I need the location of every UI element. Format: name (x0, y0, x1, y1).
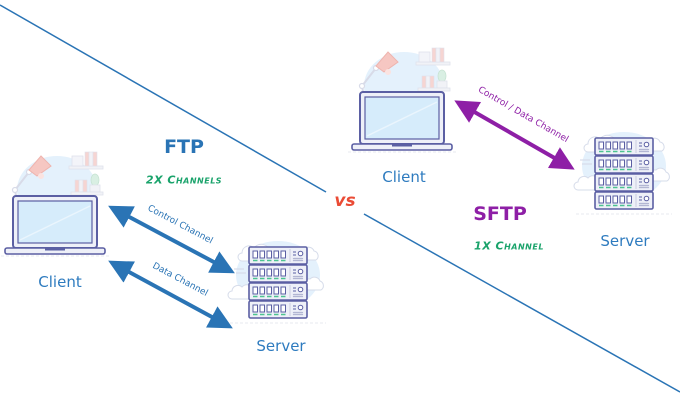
ftp-client-label: Client (38, 273, 82, 291)
sftp-control-data-channel-arrow (454, 100, 575, 170)
sftp-server-rack-icon (574, 132, 672, 214)
ftp-title: FTP (164, 136, 204, 158)
ftp-server-rack-icon (228, 241, 326, 323)
sftp-server-label: Server (600, 232, 650, 250)
vs-label: VS (334, 191, 356, 211)
ftp-control-channel-arrow (108, 205, 235, 274)
ftp-channels-label: 2X Channels (145, 173, 223, 187)
sftp-title: SFTP (473, 203, 527, 225)
ftp-client-laptop-icon (0, 151, 110, 257)
divider-line-upper (0, 4, 327, 193)
ftp-data-channel-arrow (108, 260, 233, 329)
divider-line-lower (363, 213, 680, 393)
ftp-server-label: Server (256, 337, 306, 355)
sftp-client-laptop-icon (347, 47, 457, 153)
sftp-client-label: Client (382, 168, 426, 186)
sftp-channels-label: 1X Channel (474, 239, 544, 253)
